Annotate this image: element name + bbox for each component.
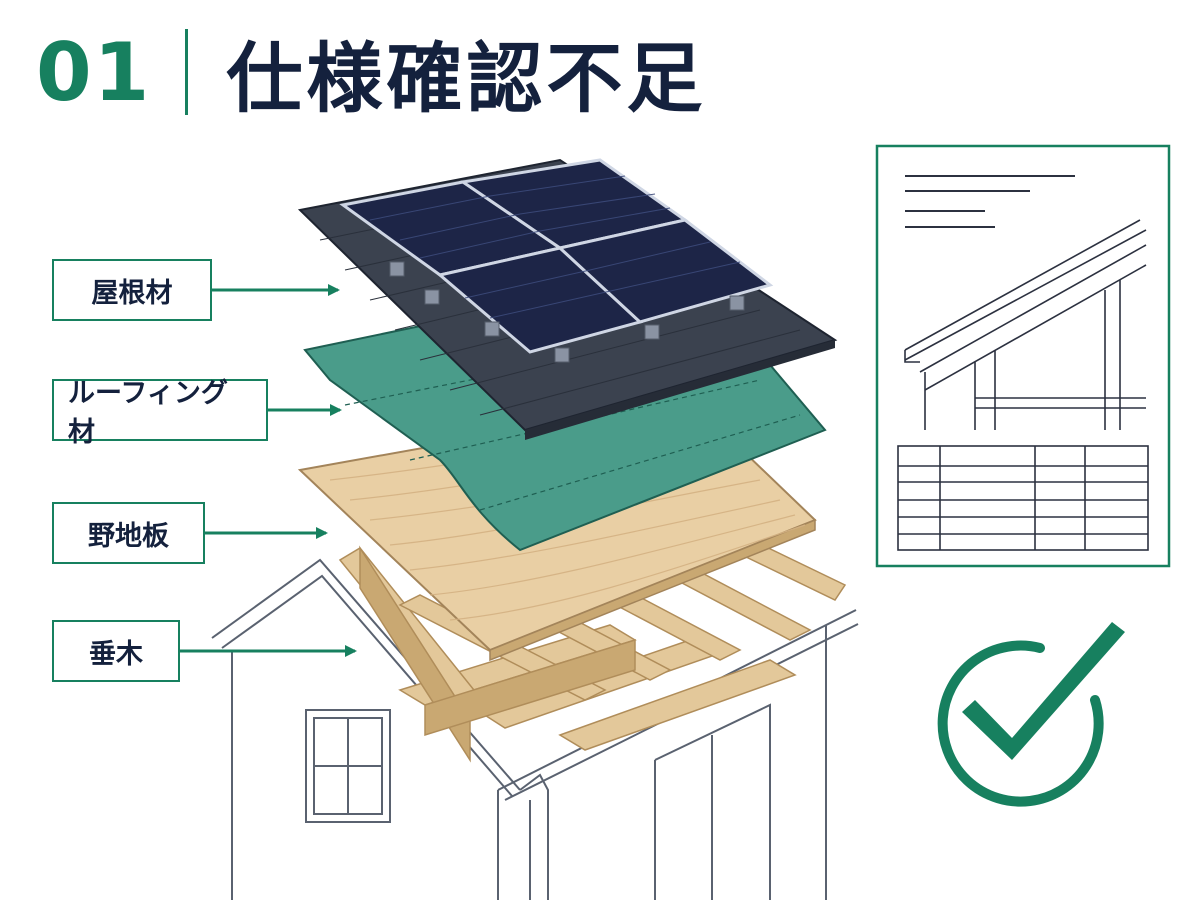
section-number: 01	[36, 25, 152, 119]
header-divider	[185, 29, 189, 115]
check-circle-icon	[937, 622, 1125, 807]
page-title: 仕様確認不足	[226, 34, 707, 123]
label-roof-tile: 屋根材	[52, 259, 212, 321]
label-roofing: ルーフィング材	[52, 378, 268, 448]
document-icon	[875, 144, 1171, 568]
label-sheathing: 野地板	[52, 502, 205, 564]
house-outline	[211, 558, 859, 900]
label-arrows	[180, 284, 357, 657]
page-header: 01 仕様確認不足	[36, 22, 706, 124]
solar-panels	[339, 158, 774, 363]
label-rafter: 垂木	[52, 620, 180, 682]
